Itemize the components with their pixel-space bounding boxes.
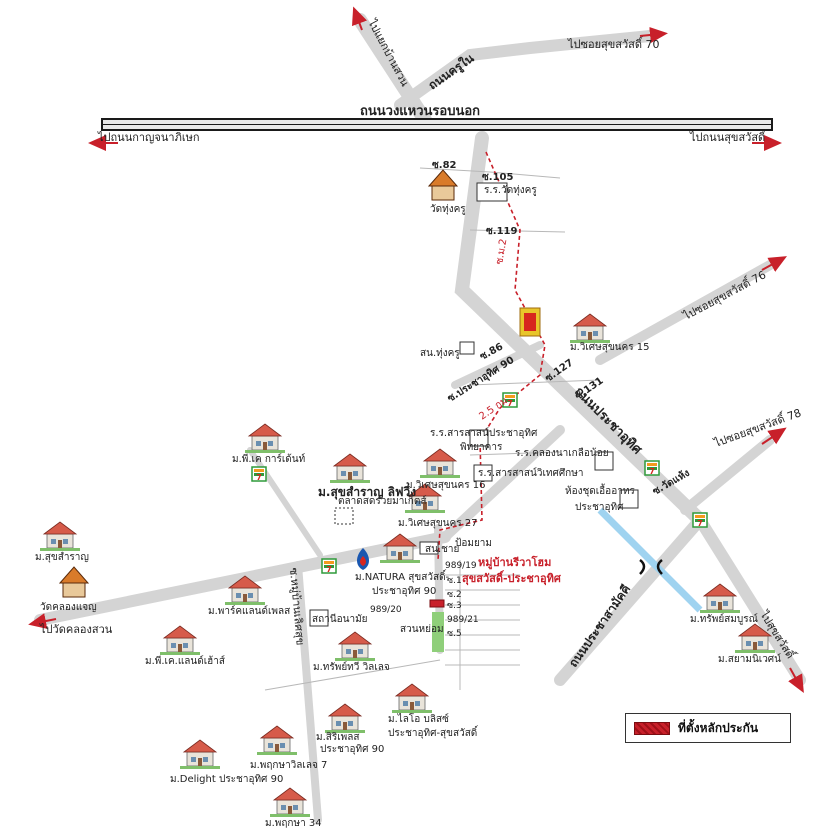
seven-eleven-icon [321, 558, 337, 575]
house-icon [569, 313, 611, 344]
wisetsuk15-label: ม.วิเศษสุขนคร 15 [570, 342, 649, 353]
pruksa34-label: ม.พฤกษา 34 [265, 818, 322, 829]
to-soi-76-label: ไปซอยสุขสวัสดิ์ 76 [679, 266, 768, 323]
market-label: ตลาดสดรวยมาเก็ตส์ [338, 493, 426, 507]
house-icon [699, 583, 741, 614]
legend: ที่ตั้งหลักประกัน [625, 713, 791, 743]
pk-garden-label: ม.พี.เค การ์เด้นท์ [232, 453, 305, 465]
pracha-samakkhi-label: ถนนประชาสามัคคี [566, 582, 633, 670]
house-icon [159, 625, 201, 656]
sirin2-label: ประชาอุทิศ 90 [320, 744, 384, 755]
police-box-label: สน.ชาย [425, 544, 459, 555]
ring-road [101, 118, 773, 131]
soi-119-label: ซ.119 [486, 226, 518, 237]
suksamran-label: ม.สุขสำราญ [35, 552, 89, 563]
legend-label: ที่ตั้งหลักประกัน [678, 720, 759, 735]
school-khlong-label: ร.ร.คลองนาเกลือน้อย [515, 447, 609, 459]
pruksa7-label: ม.พฤกษาวิลเลจ 7 [250, 760, 327, 771]
soi-1-label: ซ.1 [447, 576, 462, 586]
hospital2-label: ประชาอุทิศ [575, 502, 624, 513]
seven-eleven-icon [644, 460, 660, 477]
wisetsuk16-label: ม.วิเศษสุขนคร 16 [406, 480, 485, 491]
siam-label: ม.สยามนิเวศน์ [718, 653, 781, 665]
wat-khlong-label: วัดคลองแจญ [40, 602, 97, 613]
direction-arrows [28, 6, 804, 693]
lalio2-label: ประชาอุทิศ-สุขสวัสดิ์ [388, 725, 479, 739]
soi-105-label: ซ.105 [482, 172, 514, 183]
hospital-label: ห้องชุดเอื้ออาทร [565, 483, 635, 497]
house-icon [269, 787, 311, 818]
house-icon [334, 631, 376, 662]
guard-post-label: ป้อมยาม [455, 537, 492, 549]
collateral-location-marker [429, 599, 445, 608]
house-icon [324, 703, 366, 734]
seven-eleven-icon [692, 512, 708, 529]
to-soi-78-label: ไปซอยสุขสวัสดิ์ 78 [711, 404, 803, 450]
natura-label: ม.NATURA สุขสวัสดิ์- [355, 569, 450, 583]
health-center-label: สถานีอนามัย [312, 613, 368, 625]
temple-icon [58, 566, 90, 598]
house-icon [256, 725, 298, 756]
suksamran-living-label: ม.สุขสำราญ ลิฟวิ่ง [318, 483, 416, 500]
minor-roads [264, 167, 601, 691]
building-boxes [309, 182, 639, 627]
house-icon [179, 739, 221, 770]
police-thung-khru-label: สน.ทุ่งครู [420, 348, 460, 359]
to-sukhapiban-label: ไปถนนสุขสวัสดิ์ [689, 129, 767, 144]
house-icon [419, 448, 461, 479]
supsap-label: ม.ทรัพย์ทวี วิลเลจ [313, 661, 390, 673]
legend-swatch [634, 721, 670, 735]
temple-icon [427, 169, 459, 201]
pk-land-label: ม.พี.เค.แลนด์เฮ้าส์ [145, 655, 225, 667]
school-wat-thung-khru-label: ร.ร.วัดทุ่งครู [484, 185, 537, 196]
sapsomboon-label: ม.ทรัพย์สมบูรณ์ [690, 613, 758, 625]
lot-989-20-label: 989/20 [370, 605, 402, 615]
project-name-label: หมู่บ้านรีวาโฮม [478, 555, 551, 570]
lot-989-21-label: 989/21 [447, 615, 479, 625]
lalio-label: ม.ไลโอ บลิสซ์ [388, 712, 449, 725]
school-kasem-label: ร.ร.สารสาสน์ประชาอุทิศ [430, 427, 538, 439]
to-khlong-suan-label: ไปวัดคลองสวน [39, 623, 113, 636]
bridge-icon [639, 559, 663, 575]
wisetsuk27-label: ม.วิเศษสุขนคร 27 [398, 518, 477, 529]
soi-2-label: ซ.2 [447, 590, 462, 600]
to-soi-70-label: ไปซอยสุขสวัสดิ์ 70 [567, 36, 660, 51]
park-area [432, 612, 444, 652]
soi-3-label: ซ.3 [447, 601, 462, 611]
ring-road-label: ถนนวงแหวนรอบนอก [360, 104, 480, 119]
canal [597, 507, 703, 613]
landmark-logo-icon [519, 307, 541, 337]
park-land-label: ม.พาร์คแลนด์เพลส [208, 605, 290, 617]
school-sarasas-label: ร.ร.สารสาสน์วิเทศศึกษา [478, 467, 583, 479]
park-label: สวนหย่อม [400, 624, 444, 635]
route-soi-label: ซ.ม.2 [494, 238, 509, 266]
school-pittayakan-label: พิทยาคาร [460, 442, 503, 453]
khru-nai-label: ถนนครูใน [425, 50, 478, 94]
house-icon [329, 453, 371, 484]
delight-label: ม.Delight ประชาอุทิศ 90 [170, 774, 283, 785]
gas-station-icon [357, 548, 369, 570]
lot-989-19-label: 989/19 [445, 561, 477, 571]
sirin-label: ม.สิริเพลส [316, 732, 360, 743]
to-kanchanaphisek-label: ไปถนนกาญจนาภิเษก [97, 131, 200, 144]
to-ban-suan-label: ไปแยกบ้านสวน [365, 16, 412, 89]
wat-thung-khru-label: วัดทุ่งครู [430, 204, 466, 215]
soi-82-label: ซ.82 [432, 160, 457, 171]
house-icon [391, 683, 433, 714]
project-name2-label: สุขสวัสดิ์-ประชาอุทิศ [462, 570, 562, 586]
route-line [437, 151, 546, 561]
seven-eleven-icon [251, 466, 267, 483]
house-icon [39, 521, 81, 552]
soi-5-label: ซ.5 [447, 629, 462, 639]
natura2-label: ประชาอุทิศ 90 [372, 586, 436, 597]
